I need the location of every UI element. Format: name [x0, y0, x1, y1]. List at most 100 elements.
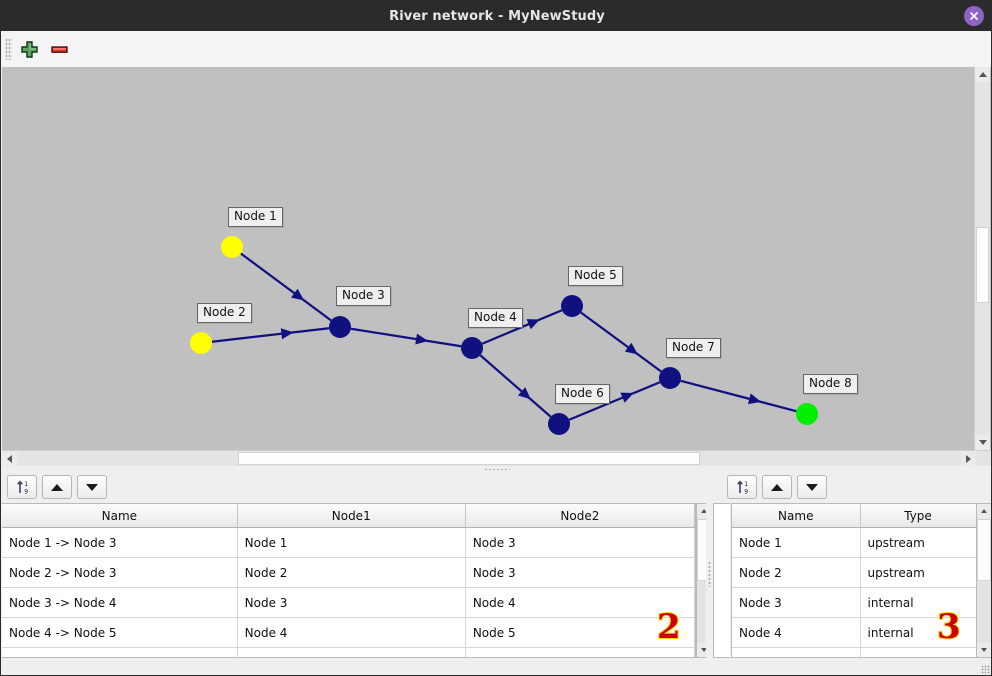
- toolbar-drag-handle[interactable]: [5, 38, 12, 60]
- table-cell-empty[interactable]: [732, 647, 861, 657]
- table-cell[interactable]: upstream: [860, 557, 976, 588]
- node-label-node-5[interactable]: Node 5: [568, 266, 623, 286]
- table-cell[interactable]: Node 1: [732, 527, 861, 558]
- edge-arrow-icon: [624, 342, 638, 355]
- table-row-empty[interactable]: [2, 647, 695, 657]
- graph-hscroll-thumb[interactable]: [238, 452, 700, 465]
- graph-node-node-6[interactable]: [548, 413, 570, 435]
- table-cell[interactable]: Node 1 -> Node 3: [2, 527, 238, 558]
- scrollbar-corner: [976, 451, 991, 466]
- graph-node-node-4[interactable]: [461, 337, 483, 359]
- reaches-move-down-button[interactable]: [77, 475, 107, 499]
- node-label-node-6[interactable]: Node 6: [555, 384, 610, 404]
- column-header-node2[interactable]: Node2: [465, 504, 695, 528]
- table-cell[interactable]: Node 4: [237, 617, 466, 648]
- remove-node-button[interactable]: [46, 36, 72, 62]
- vertical-splitter[interactable]: [706, 472, 713, 675]
- river-network-canvas[interactable]: Node 1 Node 2 Node 3 Node 4 Node 5 Node 6 Node…: [2, 67, 991, 465]
- nodes-sort-button[interactable]: 1 9: [727, 475, 757, 499]
- graph-node-node-7[interactable]: [659, 367, 681, 389]
- table-cell[interactable]: Node 3: [465, 557, 695, 588]
- graph-node-node-5[interactable]: [561, 295, 583, 317]
- table-cell[interactable]: upstream: [860, 527, 976, 558]
- graph-node-node-2[interactable]: [190, 332, 212, 354]
- nodes-scroll-up-button[interactable]: [977, 504, 991, 518]
- graph-edge[interactable]: [479, 354, 552, 418]
- nodes-scroll-down-button[interactable]: [977, 643, 991, 657]
- table-row-empty[interactable]: [732, 647, 976, 657]
- node-label-node-8[interactable]: Node 8: [803, 374, 858, 394]
- graph-vscroll-thumb[interactable]: [976, 227, 989, 303]
- reaches-move-up-button[interactable]: [42, 475, 72, 499]
- reaches-sort-button[interactable]: 1 9: [7, 475, 37, 499]
- add-node-button[interactable]: [16, 36, 42, 62]
- graph-node-node-8[interactable]: [796, 403, 818, 425]
- scroll-right-button[interactable]: [961, 451, 976, 466]
- nodes-table-scrollbar[interactable]: [976, 503, 991, 658]
- graph-edge[interactable]: [350, 327, 462, 348]
- column-header-name[interactable]: Name: [732, 504, 861, 528]
- horizontal-splitter[interactable]: [2, 466, 991, 472]
- graph-node-node-3[interactable]: [329, 316, 351, 338]
- node-label-node-7[interactable]: Node 7: [666, 338, 721, 358]
- close-icon: [970, 12, 978, 20]
- nodes-move-up-button[interactable]: [762, 475, 792, 499]
- table-cell[interactable]: Node 3 -> Node 4: [2, 587, 238, 618]
- node-label-node-1[interactable]: Node 1: [228, 207, 283, 227]
- table-cell[interactable]: Node 3: [237, 587, 466, 618]
- window-resize-grip[interactable]: [981, 665, 990, 674]
- graph-vertical-scrollbar[interactable]: [974, 67, 990, 450]
- chevron-up-icon: [981, 509, 987, 513]
- graph-edge[interactable]: [680, 379, 797, 413]
- table-cell[interactable]: Node 3: [465, 527, 695, 558]
- table-cell-empty[interactable]: [237, 647, 466, 657]
- network-graph[interactable]: [2, 67, 977, 450]
- graph-node-node-1[interactable]: [221, 236, 243, 258]
- close-window-button[interactable]: [964, 6, 984, 26]
- table-cell[interactable]: Node 2: [732, 557, 861, 588]
- node-label-node-4[interactable]: Node 4: [468, 308, 523, 328]
- node-label-node-3[interactable]: Node 3: [336, 286, 391, 306]
- graph-edge[interactable]: [211, 327, 330, 343]
- table-cell[interactable]: internal: [860, 617, 976, 648]
- table-cell[interactable]: Node 1: [237, 527, 466, 558]
- table-cell[interactable]: Node 4 -> Node 5: [2, 617, 238, 648]
- column-header-name[interactable]: Name: [2, 504, 238, 528]
- table-cell-empty[interactable]: [2, 647, 238, 657]
- table-cell[interactable]: Node 2 -> Node 3: [2, 557, 238, 588]
- table-cell[interactable]: Node 4: [732, 617, 861, 648]
- table-cell[interactable]: Node 2: [237, 557, 466, 588]
- graph-horizontal-scrollbar[interactable]: [2, 450, 991, 466]
- nodes-scroll-thumb[interactable]: [977, 519, 991, 581]
- column-header-node1[interactable]: Node1: [237, 504, 466, 528]
- graph-edge[interactable]: [580, 311, 662, 373]
- scroll-up-button[interactable]: [975, 67, 990, 82]
- table-cell[interactable]: Node 3: [732, 587, 861, 618]
- table-cell[interactable]: Node 4: [465, 587, 695, 618]
- edge-arrow-icon: [526, 319, 540, 330]
- nodes-move-down-button[interactable]: [797, 475, 827, 499]
- table-cell[interactable]: Node 5: [465, 617, 695, 648]
- scroll-down-button[interactable]: [975, 435, 990, 450]
- scroll-left-button[interactable]: [2, 451, 17, 466]
- column-header-type[interactable]: Type: [860, 504, 976, 528]
- graph-edge[interactable]: [240, 252, 332, 322]
- table-cell[interactable]: internal: [860, 587, 976, 618]
- node-label-node-2[interactable]: Node 2: [197, 303, 252, 323]
- table-cell-empty[interactable]: [860, 647, 976, 657]
- graph-edge[interactable]: [568, 381, 661, 421]
- table-cell-empty[interactable]: [465, 647, 695, 657]
